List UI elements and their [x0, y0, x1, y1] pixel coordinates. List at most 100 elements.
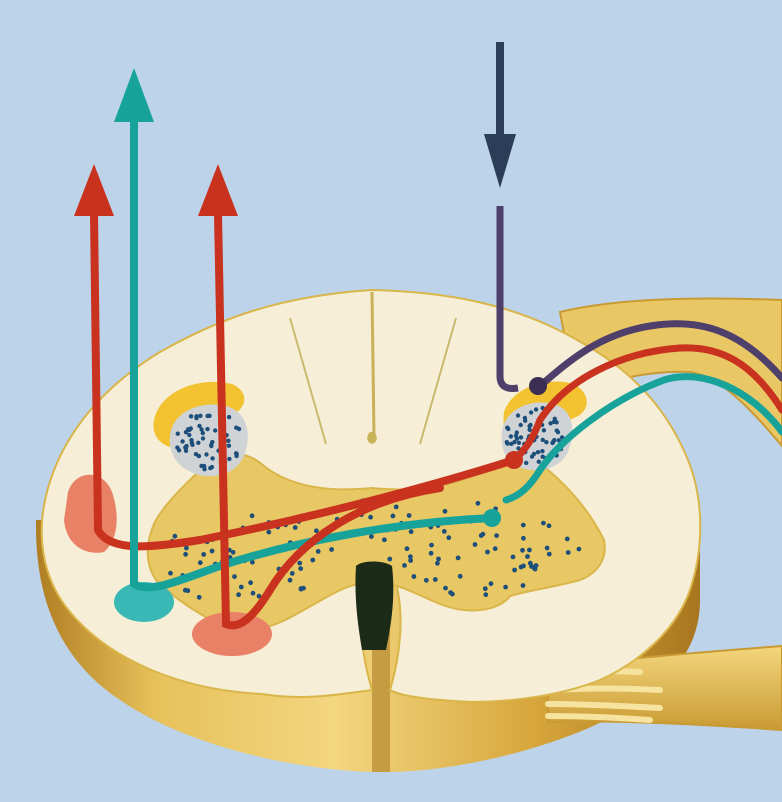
cell-dot [391, 514, 396, 519]
cell-dot [519, 435, 523, 439]
cell-dot [204, 452, 208, 456]
cell-dot [577, 547, 582, 552]
cell-dot [450, 592, 455, 597]
cell-dot [189, 414, 193, 418]
cell-dot [505, 440, 509, 444]
cell-dot [409, 529, 414, 534]
cell-dot [529, 410, 533, 414]
cell-dot [201, 552, 206, 557]
cell-dot [456, 556, 461, 561]
cell-dot [290, 571, 295, 576]
cell-dot [536, 450, 540, 454]
cell-dot [248, 580, 253, 585]
cell-dot [405, 546, 410, 551]
cell-dot [521, 536, 526, 541]
cell-dot [210, 456, 214, 460]
cell-dot [407, 513, 412, 518]
cell-dot [210, 440, 214, 444]
cell-dot [197, 595, 202, 600]
cell-dot [540, 449, 544, 453]
cell-dot [187, 433, 191, 437]
cell-dot [227, 457, 231, 461]
cell-dot [197, 454, 201, 458]
cell-dot [180, 439, 184, 443]
cell-dot [298, 566, 303, 571]
cell-dot [435, 561, 440, 566]
cell-dot [528, 423, 532, 427]
cell-dot [512, 440, 516, 444]
cell-dot [443, 586, 448, 591]
cell-dot [525, 554, 530, 559]
cell-dot [505, 426, 509, 430]
cell-dot [234, 426, 238, 430]
cell-dot [446, 535, 451, 540]
cell-dot [176, 432, 180, 436]
cell-dot [552, 420, 556, 424]
cell-dot [210, 465, 214, 469]
cell-dot [443, 509, 448, 514]
cell-dot [194, 414, 198, 418]
cell-dot [542, 428, 546, 432]
cell-dot [521, 564, 526, 569]
cell-dot [489, 581, 494, 586]
cell-dot [476, 501, 481, 506]
cell-dot [429, 551, 434, 556]
cell-dot [520, 548, 525, 553]
cell-dot [494, 533, 499, 538]
cell-dot [382, 537, 387, 542]
cell-dot [185, 588, 190, 593]
cell-dot [412, 574, 417, 579]
cell-dot [387, 557, 392, 562]
cell-dot [186, 427, 190, 431]
cell-dot [168, 571, 173, 576]
ventral-median-fissure [355, 562, 393, 651]
cell-dot [517, 441, 521, 445]
cell-dot [251, 591, 256, 596]
cell-dot [232, 574, 237, 579]
target-area-red-ventral [192, 612, 272, 656]
cell-dot [250, 513, 255, 518]
cell-dot [565, 537, 570, 542]
cell-dot [545, 546, 550, 551]
cell-dot [227, 444, 231, 448]
cell-dot [202, 467, 206, 471]
cell-dot [532, 452, 536, 456]
cell-dot [523, 419, 527, 423]
cell-dot [205, 427, 209, 431]
dorsal-median-septum [372, 292, 374, 436]
cell-dot [201, 436, 205, 440]
cell-dot [541, 521, 546, 526]
cell-dot [297, 561, 302, 566]
cell-dot [190, 441, 194, 445]
cell-dot [521, 523, 526, 528]
cell-dot [519, 423, 523, 427]
cell-dot [239, 585, 244, 590]
cell-dot [197, 424, 201, 428]
cell-dot [408, 558, 413, 563]
cell-dot [481, 532, 486, 537]
cell-dot [433, 577, 438, 582]
cell-dot [198, 414, 202, 418]
cell-dot [521, 583, 526, 588]
cell-dot [310, 558, 315, 563]
ventral-fissure-side [372, 630, 390, 772]
cell-dot [512, 568, 517, 573]
cell-dot [442, 529, 447, 534]
cell-dot [485, 550, 490, 555]
cell-dot [226, 439, 230, 443]
cell-dot [511, 555, 516, 560]
cell-dot [544, 440, 548, 444]
cell-dot [483, 592, 488, 597]
cell-dot [429, 543, 434, 548]
cell-dot [293, 525, 298, 530]
cell-dot [566, 550, 571, 555]
cell-dot [184, 444, 188, 448]
cell-dot [516, 413, 520, 417]
cell-dot [205, 414, 209, 418]
cell-dot [534, 563, 539, 568]
cell-dot [369, 534, 374, 539]
afferent-synapse-purple [529, 377, 547, 395]
cell-dot [424, 578, 429, 583]
cell-dot [509, 434, 513, 438]
